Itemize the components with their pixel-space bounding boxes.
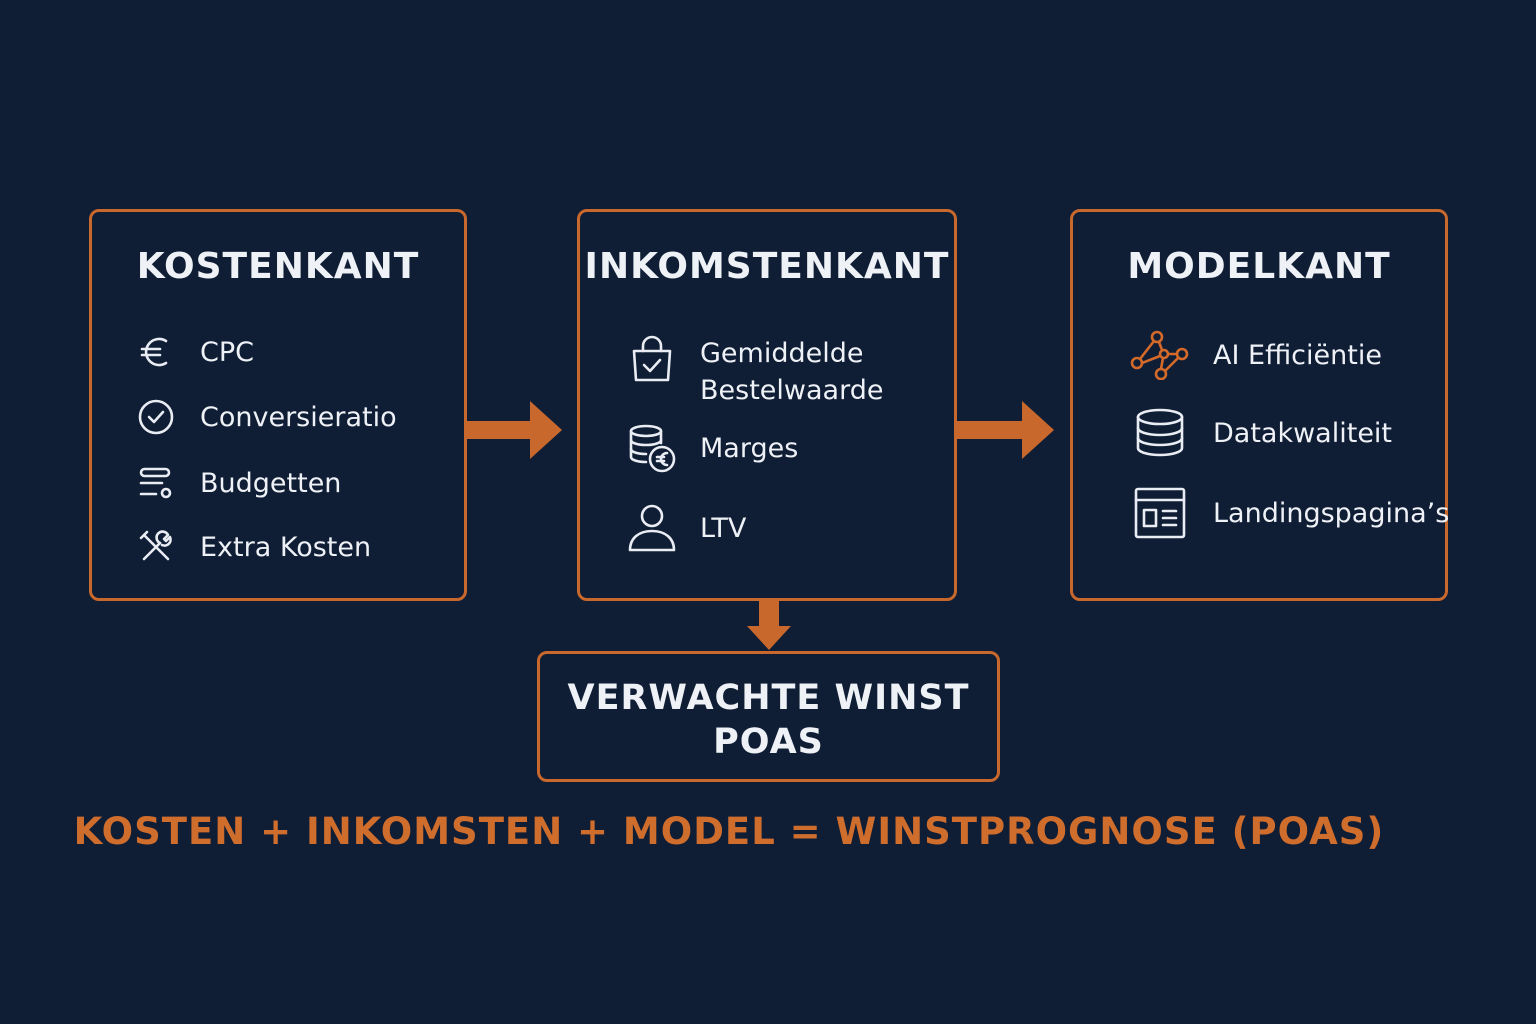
arrow-cost-to-income [466,401,562,459]
income-item-label-line2: Bestelwaarde [700,375,884,406]
income-item-margins: Marges [626,422,798,474]
model-box: MODELKANT AI Efficiëntie [1070,209,1449,601]
model-item-ai-efficiency: AI Efficiëntie [1127,330,1382,380]
cost-item-budgets: Budgetten [136,463,341,503]
cost-item-label: Conversieratio [200,401,397,433]
database-icon [1133,408,1187,458]
income-box-title: INKOMSTENKANT [584,246,950,287]
result-box: VERWACHTE WINST POAS [537,651,1000,782]
model-item-label: Datakwaliteit [1213,417,1393,449]
coins-euro-icon [626,422,678,474]
cost-item-cpc: CPC [136,332,254,372]
tools-icon [136,527,176,567]
result-box-title: VERWACHTE WINST POAS [540,676,997,764]
euro-icon [136,332,176,372]
cost-item-label: Budgetten [200,467,342,499]
model-item-data-quality: Datakwaliteit [1133,408,1392,458]
model-item-landing-pages: Landingspagina’s [1133,486,1449,540]
budget-bars-icon [136,463,176,503]
result-box-line1: VERWACHTE WINST [567,678,970,718]
cost-item-extra-costs: Extra Kosten [136,527,371,567]
cost-box: KOSTENKANT CPC Conversieratio [89,209,467,601]
result-box-line2: POAS [713,722,824,762]
income-item-label-line1: Gemiddelde [700,338,864,369]
income-item-order-value: Gemiddelde Bestelwaarde [626,335,883,409]
income-item-ltv: LTV [626,502,746,554]
income-item-label: LTV [700,512,747,544]
model-item-label: AI Efficiëntie [1213,339,1382,371]
ai-network-icon [1127,330,1191,380]
income-item-label: Gemiddelde Bestelwaarde [700,335,883,409]
cost-item-label: CPC [200,336,254,368]
arrow-income-to-model [956,401,1054,459]
cost-item-conversion: Conversieratio [136,397,397,437]
check-circle-icon [136,397,176,437]
cost-box-title: KOSTENKANT [136,246,420,287]
landing-page-icon [1133,486,1187,540]
cost-item-label: Extra Kosten [200,531,372,563]
income-item-label: Marges [700,432,799,464]
model-box-title: MODELKANT [1127,246,1391,287]
shopping-bag-check-icon [626,334,678,386]
income-box: INKOMSTENKANT Gemiddelde Bestelwaarde [577,209,957,601]
formula-text: KOSTEN + INKOMSTEN + MODEL = WINSTPROGNO… [73,810,1385,853]
model-item-label: Landingspagina’s [1213,497,1450,529]
arrow-income-to-result [747,600,791,650]
user-icon [626,502,678,554]
